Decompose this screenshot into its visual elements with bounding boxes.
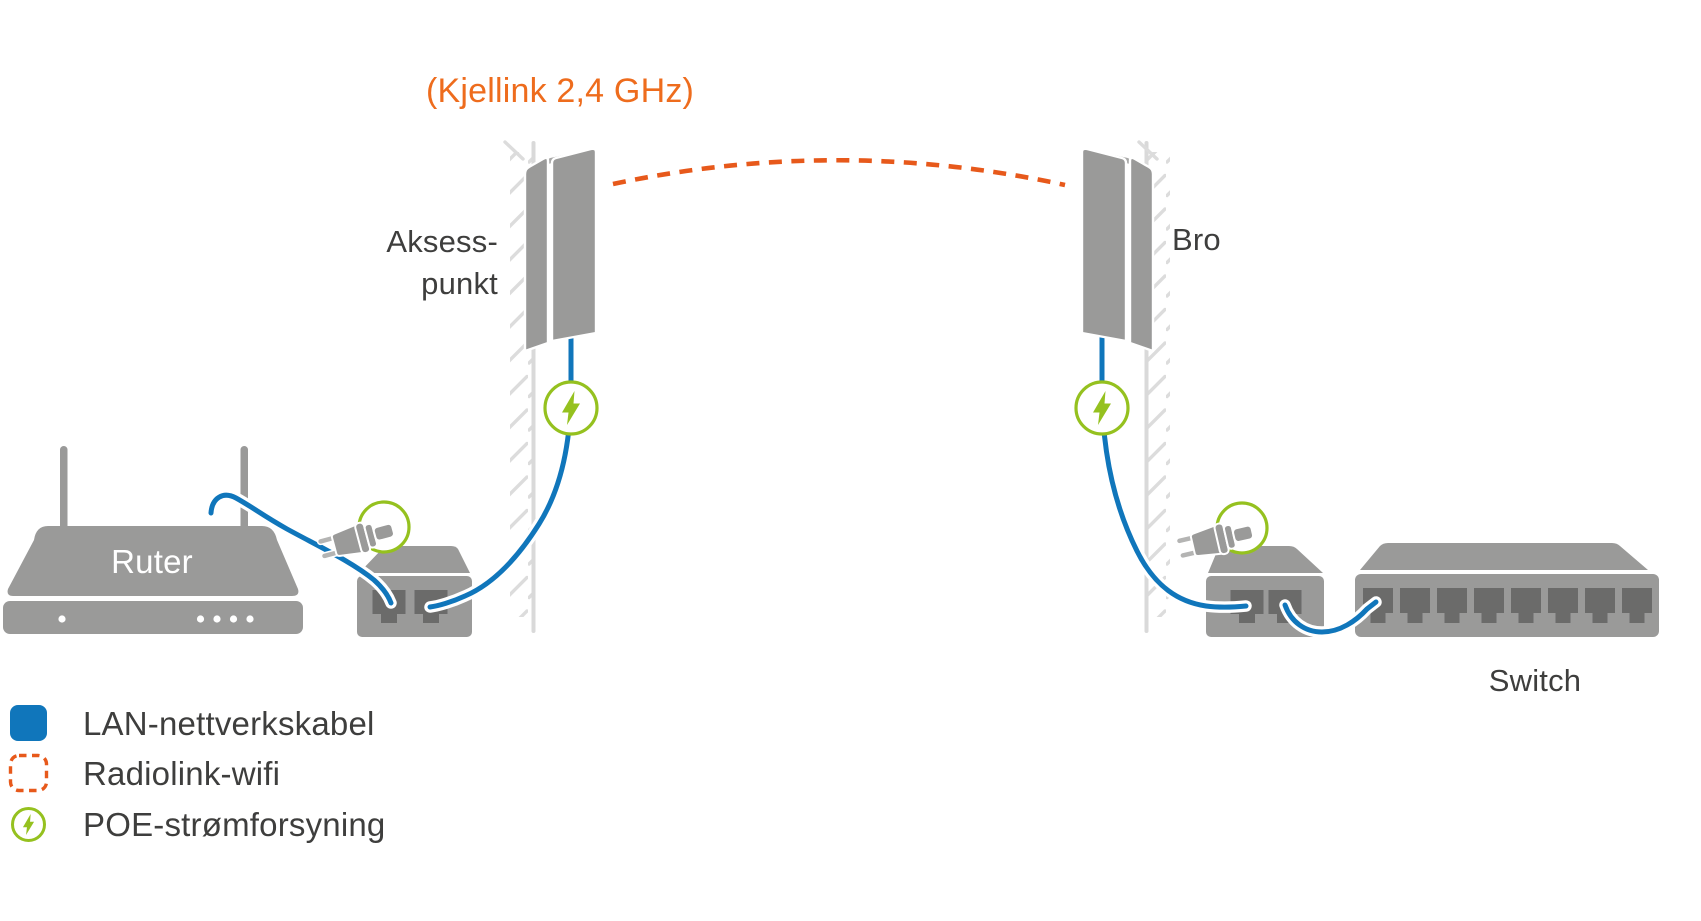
status-led [58, 615, 66, 623]
antenna-icon [60, 446, 68, 530]
wall-top-mark [1137, 140, 1159, 161]
ethernet-port [1511, 588, 1541, 623]
bridge-device [1080, 146, 1155, 353]
access-point-label-line2: punkt [421, 266, 498, 301]
router-base [3, 601, 303, 634]
legend-label-lan: LAN-nettverkskabel [83, 705, 375, 742]
status-led [229, 615, 238, 623]
switch-body [1355, 574, 1659, 637]
ethernet-port [1622, 588, 1652, 623]
access-point-device [523, 146, 598, 353]
switch-device [1355, 543, 1659, 637]
antenna-icon [240, 446, 248, 530]
legend-label-radiolink: Radiolink-wifi [83, 755, 281, 792]
bridge-label: Bro [1172, 222, 1221, 257]
poe-icon [545, 382, 597, 434]
lan-cable [205, 489, 397, 609]
ethernet-port [1400, 588, 1430, 623]
legend [8, 705, 49, 842]
access-point-label: Aksess- punkt [298, 221, 498, 305]
switch-ports [1363, 588, 1652, 623]
legend-label-poe: POE-strømforsyning [83, 806, 386, 843]
router-body [7, 526, 299, 596]
access-point-label-line1: Aksess- [386, 224, 498, 259]
ethernet-port [1437, 588, 1467, 623]
poe-power-plug-left [314, 500, 411, 566]
lan-cable [1096, 328, 1252, 613]
status-led [213, 615, 221, 623]
poe-injector-left [357, 546, 472, 637]
ethernet-port [1585, 588, 1615, 623]
poe-icon [1076, 382, 1128, 434]
lan-cable [424, 328, 577, 613]
status-led [246, 615, 254, 623]
radio-link-swatch [8, 753, 49, 793]
lan-cables [205, 328, 1382, 638]
poe-power-plug-right [1173, 501, 1269, 565]
ethernet-port [1474, 588, 1504, 623]
lan-cable-swatch [10, 705, 47, 741]
router [3, 446, 303, 634]
radio-link-title: (Kjellink 2,4 GHz) [425, 72, 695, 110]
switch-label: Switch [1488, 663, 1582, 698]
router-label: Ruter [111, 543, 193, 580]
lan-cable [1279, 596, 1382, 638]
switch-lid [1360, 543, 1648, 570]
wall-top-mark [503, 140, 525, 161]
ethernet-port [1548, 588, 1578, 623]
radio-link-dashed-arc [612, 157, 1066, 188]
status-led [196, 615, 205, 623]
